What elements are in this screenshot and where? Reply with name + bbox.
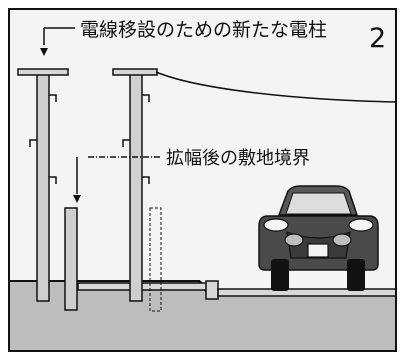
- pole-step: [142, 94, 150, 102]
- car-side-mirror: [263, 218, 289, 232]
- car-headlight: [284, 233, 304, 247]
- gutter-joint: [205, 280, 219, 300]
- pole-step: [29, 139, 37, 147]
- new-pole-label: 電線移設のための新たな電柱: [80, 19, 327, 41]
- curb-strip: [217, 288, 397, 297]
- pole-step: [142, 176, 150, 184]
- car-wheel: [271, 259, 289, 291]
- new-utility-pole: [36, 72, 50, 302]
- panel-number: 2: [369, 23, 386, 54]
- car: [258, 185, 379, 291]
- car-license-plate: [307, 243, 329, 258]
- pole-step: [49, 94, 57, 102]
- existing-utility-pole: [129, 72, 143, 302]
- gutter-pipe: [77, 282, 217, 291]
- car-windshield: [285, 192, 352, 215]
- pole-step: [49, 176, 57, 184]
- new-pole-crossarm: [17, 68, 69, 76]
- pole-step: [122, 139, 130, 147]
- boundary-label: 拡幅後の敷地境界: [166, 148, 310, 169]
- pole-label-arrowhead: [40, 48, 48, 56]
- existing-pole-crossarm: [112, 68, 158, 76]
- panel-border: [8, 8, 397, 352]
- boundary-label-arrowhead: [73, 195, 81, 203]
- ground-area: [9, 281, 396, 351]
- car-headlight: [332, 233, 352, 247]
- car-wheel: [347, 259, 365, 291]
- power-line: [155, 71, 397, 103]
- car-side-mirror: [348, 218, 374, 232]
- old-boundary-outline: [149, 207, 162, 312]
- new-boundary-post: [64, 207, 78, 311]
